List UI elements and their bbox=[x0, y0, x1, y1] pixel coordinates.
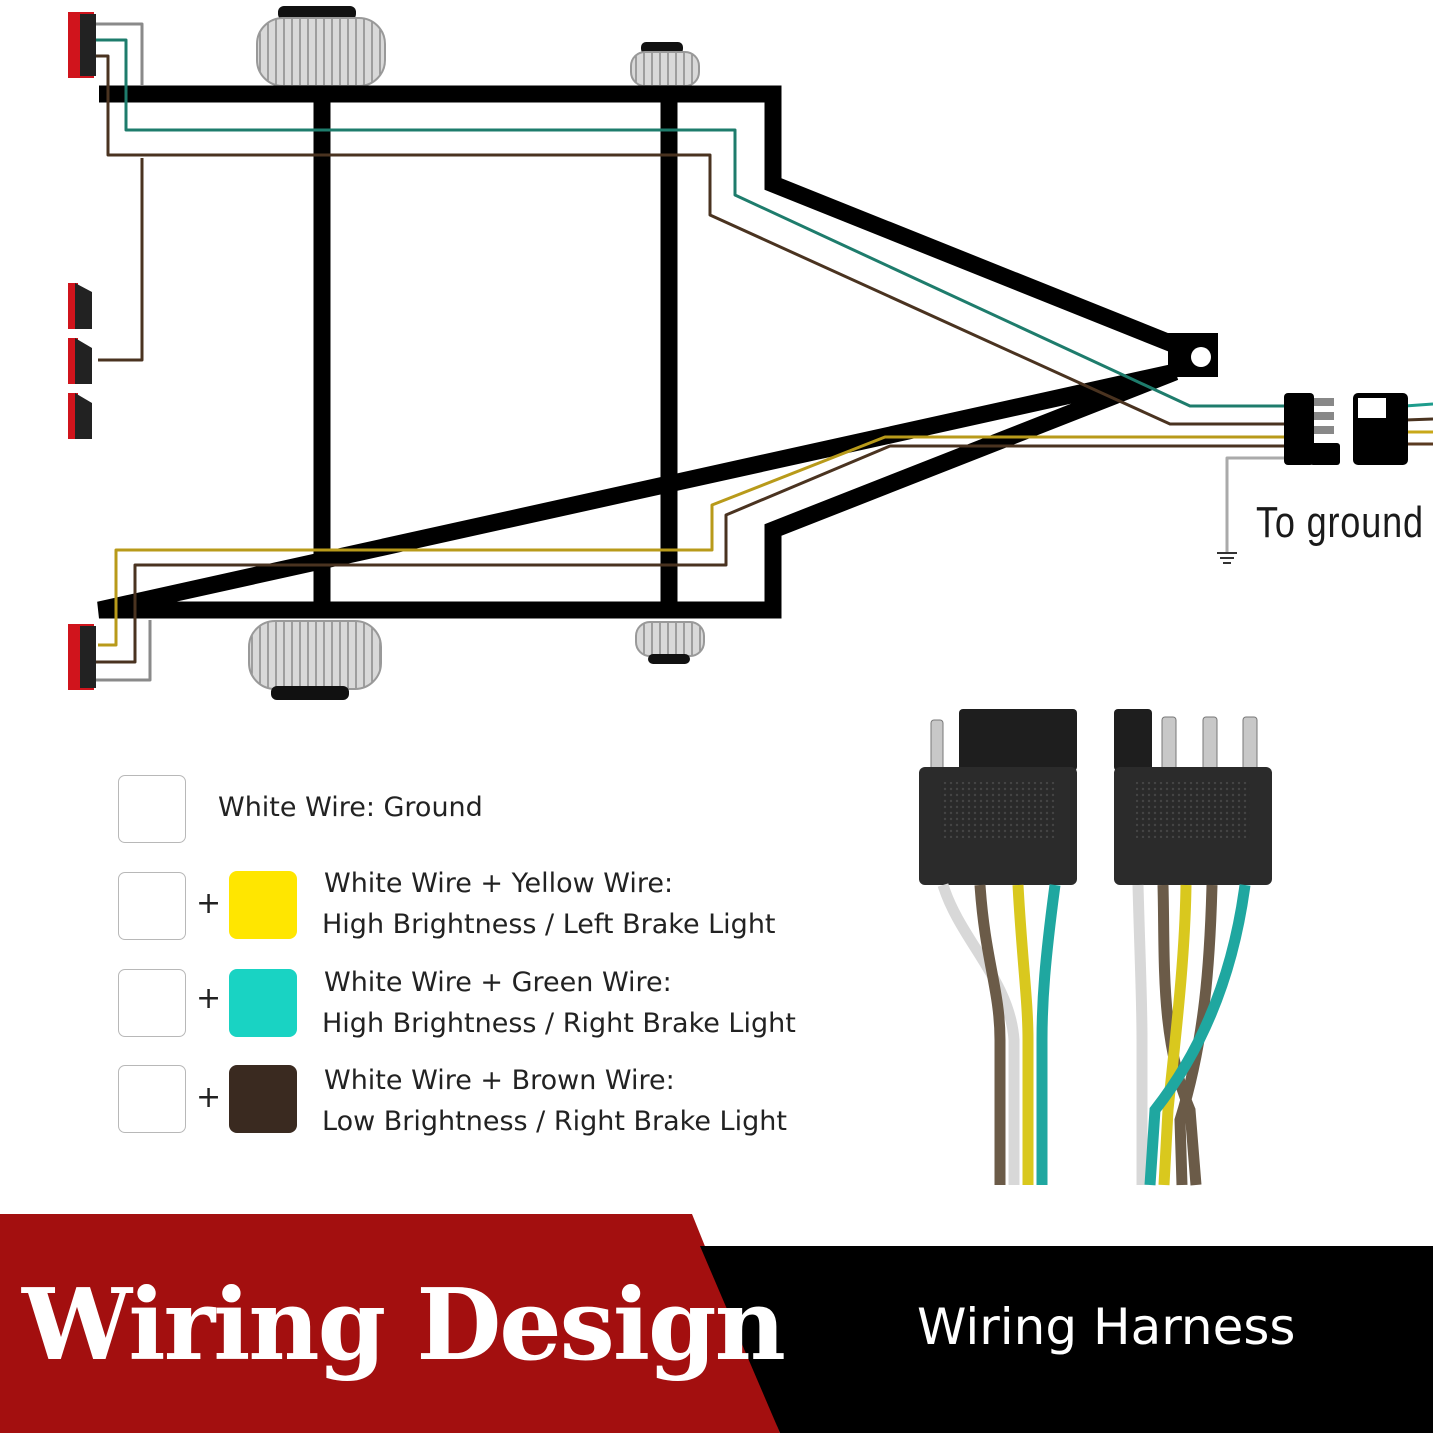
to-ground-label: To ground bbox=[1256, 498, 1424, 547]
banner-title: Wiring Design bbox=[22, 1268, 786, 1383]
trailer-frame bbox=[97, 85, 1179, 619]
legend-item-ground: White Wire: Ground bbox=[218, 788, 483, 829]
banner-black-panel bbox=[700, 1246, 1433, 1433]
legend-line: Low Brightness / Right Brake Light bbox=[322, 1105, 787, 1137]
taillight-top-left-icon bbox=[68, 12, 96, 78]
banner-red-panel bbox=[0, 1214, 780, 1433]
marker-light-lower-icon bbox=[68, 393, 92, 439]
tire-top-right bbox=[630, 42, 700, 87]
plus-sign: + bbox=[196, 981, 222, 1016]
legend-line: White Wire + Yellow Wire: bbox=[324, 868, 674, 899]
white-wire-swatch bbox=[118, 775, 186, 843]
tire-bottom-left bbox=[248, 620, 382, 700]
legend-item-green: White Wire + Green Wire: High Brightness… bbox=[322, 963, 796, 1044]
hitch-coupler bbox=[1168, 333, 1218, 377]
white-wire-swatch bbox=[118, 969, 186, 1037]
tire-top-left bbox=[256, 6, 386, 87]
harness-wires-right bbox=[1132, 884, 1251, 1186]
marker-light-middle-icon bbox=[68, 338, 92, 384]
plus-sign: + bbox=[196, 886, 222, 921]
harness-female-connector-icon bbox=[919, 709, 1077, 885]
connector-mini-icon bbox=[1284, 393, 1408, 465]
white-wire-swatch bbox=[118, 1065, 186, 1133]
taillight-bottom-left-icon bbox=[68, 624, 96, 690]
white-wire-swatch bbox=[118, 872, 186, 940]
tire-bottom-right bbox=[635, 621, 705, 664]
harness-male-connector-icon bbox=[1114, 709, 1272, 885]
yellow-wire-swatch bbox=[229, 871, 297, 939]
legend-item-yellow: White Wire + Yellow Wire: High Brightnes… bbox=[322, 864, 776, 945]
brown-wire-swatch bbox=[229, 1065, 297, 1133]
legend-line: High Brightness / Right Brake Light bbox=[322, 1007, 796, 1039]
legend-item-brown: White Wire + Brown Wire: Low Brightness … bbox=[322, 1061, 787, 1142]
marker-light-upper-icon bbox=[68, 283, 92, 329]
plus-sign: + bbox=[196, 1080, 222, 1115]
wire-routing bbox=[92, 22, 1433, 682]
banner-subtitle: Wiring Harness bbox=[917, 1298, 1296, 1356]
legend-line: High Brightness / Left Brake Light bbox=[322, 908, 776, 940]
legend-line: White Wire + Brown Wire: bbox=[324, 1065, 675, 1096]
harness-wires-left bbox=[937, 883, 1061, 1185]
green-wire-swatch bbox=[229, 969, 297, 1037]
legend-line: White Wire + Green Wire: bbox=[324, 967, 672, 998]
ground-icon bbox=[1217, 552, 1237, 564]
legend-line: White Wire: Ground bbox=[218, 792, 483, 823]
